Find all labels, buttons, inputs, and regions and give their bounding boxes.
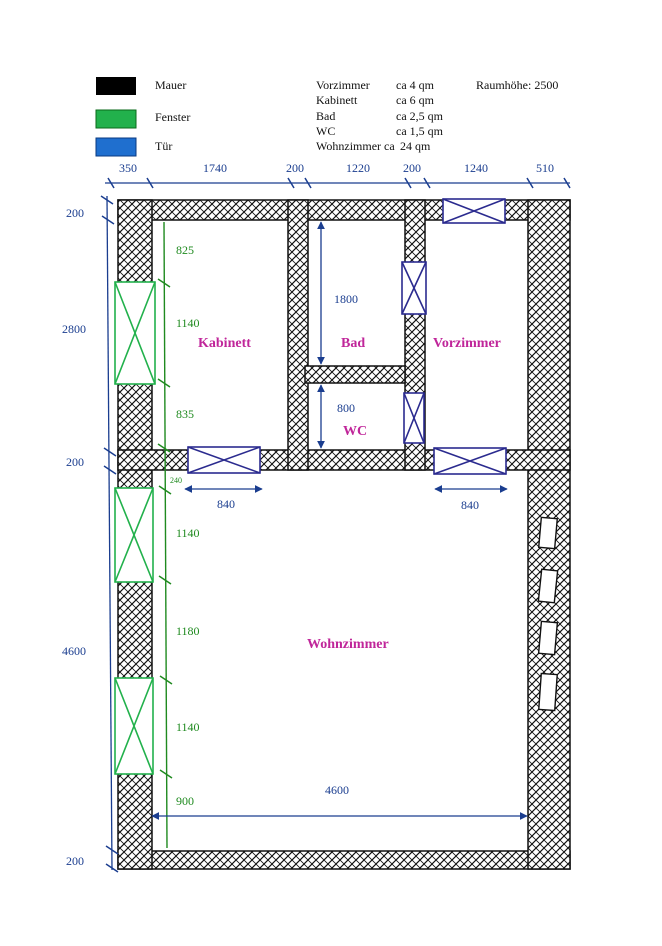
dim-window-835: 835 [176,407,194,421]
legend-label-tuer: Tür [155,139,172,153]
dim-top-200a: 200 [286,161,304,175]
area-room-wohnzimmer: Wohnzimmer ca [316,139,395,153]
area-size-wc: ca 1,5 qm [396,124,444,138]
wall-bottom [117,850,571,870]
room-label-wc: WC [343,424,367,439]
wall-kabinett-bad [287,199,309,471]
dimension-top: 350 1740 200 1220 200 1240 510 [105,161,571,189]
dim-left-4600: 4600 [62,644,86,658]
dim-living-4600: 4600 [325,783,349,797]
dim-top-1220: 1220 [346,161,370,175]
dimension-left: 200 2800 200 4600 200 [62,195,119,873]
window-living-1 [114,487,154,583]
dim-top-1740: 1740 [203,161,227,175]
room-label-wohnzimmer: Wohnzimmer [307,637,389,652]
doors [187,198,507,475]
dim-door-840-right: 840 [461,498,479,512]
dim-window-1180: 1180 [176,624,200,638]
windows [114,281,156,775]
dim-top-200b: 200 [403,161,421,175]
window-kabinett [114,281,156,385]
dim-left-200b: 200 [66,455,84,469]
area-size-kabinett: ca 6 qm [396,93,435,107]
dim-top-510: 510 [536,161,554,175]
door-bad [401,261,427,315]
legend-swatch-mauer [96,77,136,95]
area-size-bad: ca 2,5 qm [396,109,444,123]
dim-left-2800: 2800 [62,322,86,336]
room-label-kabinett: Kabinett [198,336,251,351]
dim-door-840-left: 840 [217,497,235,511]
dimension-inner [151,221,528,820]
area-room-bad: Bad [316,109,335,123]
dim-window-900: 900 [176,794,194,808]
door-vorzimmer [433,447,507,475]
wall-bad-wc [304,365,406,384]
area-room-wc: WC [316,124,335,138]
room-label-vorzimmer: Vorzimmer [433,336,501,351]
door-kabinett [187,446,261,474]
legend-swatch-fenster [95,109,137,129]
area-room-vorzimmer: Vorzimmer [316,78,370,92]
room-label-bad: Bad [341,336,365,351]
door-entrance [442,198,506,224]
legend-label-fenster: Fenster [155,110,190,124]
legend-swatch-tuer [95,137,137,157]
window-living-2 [114,677,154,775]
dim-window-1140a: 1140 [176,316,200,330]
area-size-wohnzimmer: 24 qm [400,139,431,153]
area-room-kabinett: Kabinett [316,93,358,107]
dim-bad-1800: 1800 [334,292,358,306]
wall-niches [537,516,559,712]
room-height-label: Raumhöhe: 2500 [476,78,558,92]
dim-left-200c: 200 [66,854,84,868]
dim-window-1140b: 1140 [176,526,200,540]
legend: Mauer Fenster Tür Vorzimmer Kabinett Bad… [95,77,558,157]
dimension-windows: 825 1140 835 1140 1180 1140 900 240 [157,221,200,849]
dim-window-825: 825 [176,243,194,257]
dim-left-200a: 200 [66,206,84,220]
dim-window-1140c: 1140 [176,720,200,734]
dim-wc-800: 800 [337,401,355,415]
dim-top-1240: 1240 [464,161,488,175]
dim-window-240: 240 [170,476,182,485]
dim-top-350: 350 [119,161,137,175]
legend-label-mauer: Mauer [155,78,186,92]
door-wc [403,392,425,444]
area-size-vorzimmer: ca 4 qm [396,78,435,92]
